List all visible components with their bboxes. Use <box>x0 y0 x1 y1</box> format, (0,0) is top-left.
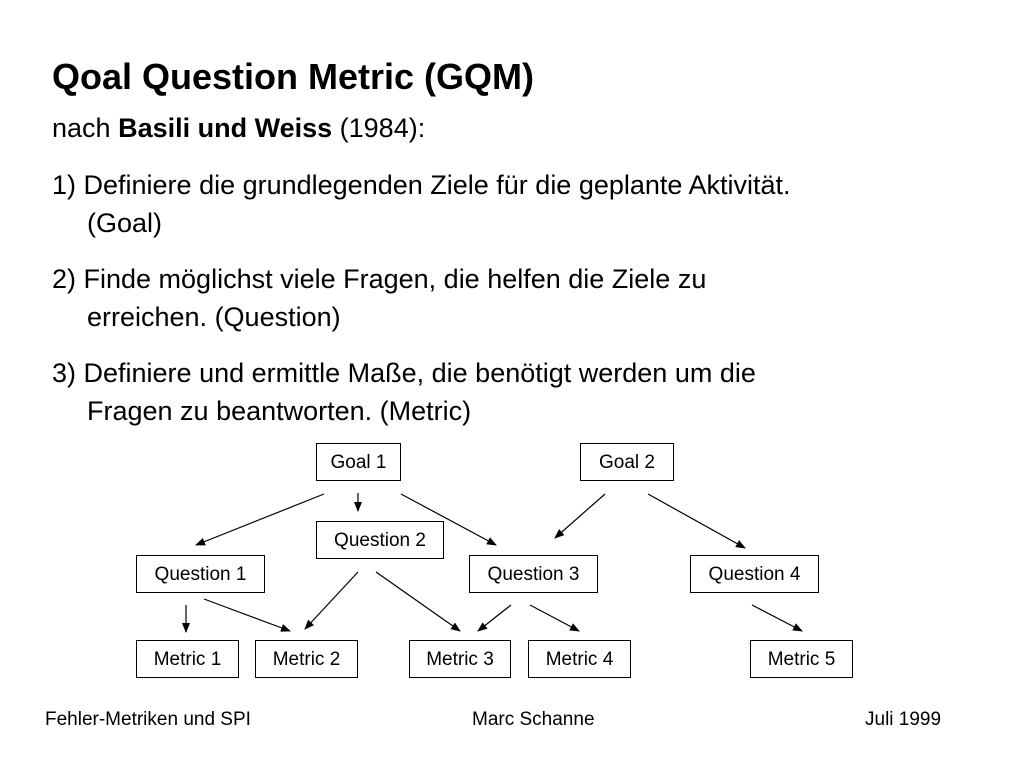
metric-node-5: Metric 5 <box>750 640 853 678</box>
step-item-metric: 3) Definiere und ermittle Maße, die benö… <box>52 354 952 430</box>
arrow-question2-metric3 <box>375 571 461 632</box>
step-text-continued: Fragen zu beantworten. (Metric) <box>87 396 472 426</box>
metric-node-1: Metric 1 <box>136 640 239 678</box>
question-node-3: Question 3 <box>469 555 598 593</box>
step-text-continued: (Goal) <box>87 208 163 238</box>
question-node-2: Question 2 <box>316 521 444 559</box>
arrow-question1-metric2 <box>203 598 291 632</box>
arrow-question2-metric2 <box>304 571 359 630</box>
subtitle-suffix: (1984): <box>339 113 426 143</box>
goal-node-1: Goal 1 <box>316 443 401 481</box>
arrow-question3-metric4 <box>529 604 580 632</box>
metric-node-3: Metric 3 <box>409 640 511 678</box>
arrow-question3-metric3 <box>477 604 512 632</box>
slide-title: Qoal Question Metric (GQM) <box>52 56 535 97</box>
subtitle-prefix: nach <box>52 113 111 143</box>
footer-course: Fehler-Metriken und SPI <box>45 709 251 730</box>
step-item-question: 2) Finde möglichst viele Fragen, die hel… <box>52 260 952 336</box>
footer-author: Marc Schanne <box>472 709 595 730</box>
arrow-goal1-question1 <box>195 493 325 546</box>
metric-node-2: Metric 2 <box>255 640 358 678</box>
arrow-goal2-question4 <box>647 493 746 549</box>
step-text: 2) Finde möglichst viele Fragen, die hel… <box>52 264 707 294</box>
step-text: 3) Definiere und ermittle Maße, die benö… <box>52 358 756 388</box>
footer-date: Juli 1999 <box>865 709 942 730</box>
subtitle-authors: Basili und Weiss <box>118 113 333 143</box>
arrow-goal2-question3 <box>554 493 606 539</box>
goal-node-2: Goal 2 <box>580 443 674 481</box>
metric-node-4: Metric 4 <box>528 640 631 678</box>
slide-subtitle: nach Basili und Weiss (1984): <box>52 110 425 146</box>
question-node-1: Question 1 <box>136 555 265 593</box>
step-text-continued: erreichen. (Question) <box>87 302 341 332</box>
step-text: 1) Definiere die grundlegenden Ziele für… <box>52 170 791 200</box>
question-node-4: Question 4 <box>690 555 819 593</box>
step-item-goal: 1) Definiere die grundlegenden Ziele für… <box>52 166 952 242</box>
arrow-question4-metric5 <box>751 604 803 632</box>
